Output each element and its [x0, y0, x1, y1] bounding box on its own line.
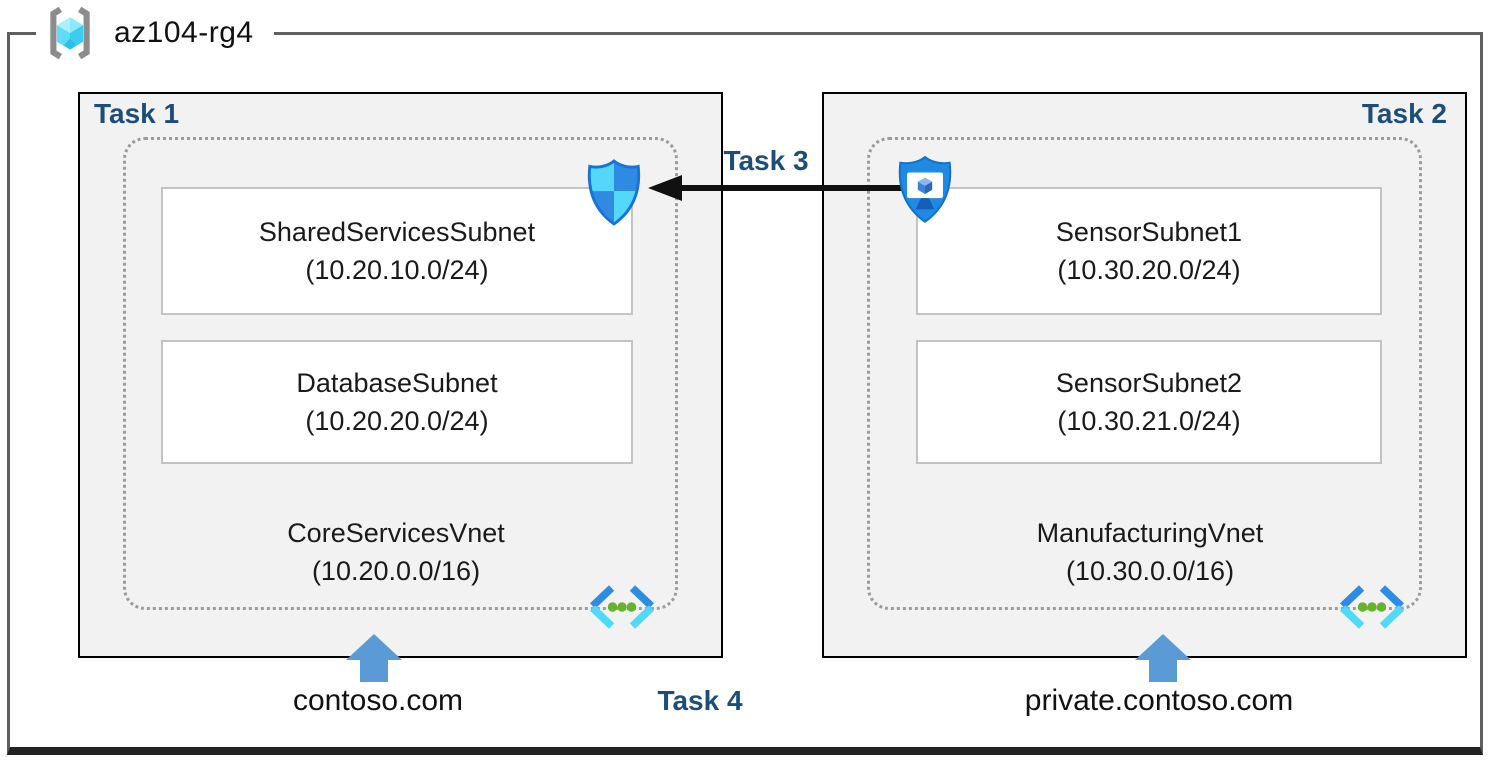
subnet-name: SensorSubnet1	[1055, 217, 1243, 247]
bastion-shield-monitor-icon	[898, 155, 952, 223]
task1-label: Task 1	[94, 98, 180, 129]
vnet-label-manufacturing: ManufacturingVnet (10.30.0.0/16)	[950, 514, 1350, 590]
vnet-cidr: (10.20.0.0/16)	[311, 556, 481, 586]
vnet-boundary-coreservices	[123, 137, 678, 610]
dns-zone-label-contoso: contoso.com	[292, 684, 464, 717]
vnet-cidr: (10.30.0.0/16)	[1065, 556, 1235, 586]
resource-group-icon	[50, 6, 90, 60]
subnet-cidr: (10.30.21.0/24)	[1057, 406, 1241, 436]
vnet-boundary-manufacturing	[867, 137, 1422, 610]
subnet-box-database: DatabaseSubnet (10.20.20.0/24)	[161, 340, 633, 464]
subnet-box-sensor2: SensorSubnet2 (10.30.21.0/24)	[916, 340, 1382, 464]
resource-group-title: az104-rg4	[114, 16, 254, 49]
subnet-name: SensorSubnet2	[1055, 368, 1243, 398]
task3-label: Task 3	[723, 145, 809, 176]
subnet-cidr: (10.20.10.0/24)	[305, 255, 489, 285]
subnet-name: SharedServicesSubnet	[258, 217, 536, 247]
up-arrow-icon	[346, 634, 402, 682]
vnet-name: ManufacturingVnet	[1036, 518, 1264, 548]
subnet-name: DatabaseSubnet	[296, 368, 498, 398]
task4-label: Task 4	[657, 685, 743, 716]
task2-label: Task 2	[1361, 98, 1447, 129]
dns-zone-label-private-contoso: private.contoso.com	[1024, 684, 1294, 717]
subnet-cidr: (10.30.20.0/24)	[1057, 255, 1241, 285]
arrowhead	[648, 175, 682, 201]
virtual-network-icon	[590, 585, 654, 629]
left-arrow-connector	[648, 175, 936, 201]
vnet-name: CoreServicesVnet	[287, 518, 505, 548]
resource-group-frame	[7, 32, 1483, 755]
up-arrow-icon	[1135, 634, 1191, 682]
bracket-left	[50, 6, 62, 60]
resource-group-header: az104-rg4	[36, 2, 274, 64]
network-security-group-icon	[587, 159, 641, 226]
vnet-label-coreservices: CoreServicesVnet (10.20.0.0/16)	[196, 514, 596, 590]
subnet-box-sharedservices: SharedServicesSubnet (10.20.10.0/24)	[161, 187, 633, 315]
virtual-network-icon	[1340, 585, 1404, 629]
bracket-right	[78, 6, 90, 60]
monitor-stand	[915, 198, 935, 210]
subnet-box-sensor1: SensorSubnet1 (10.30.20.0/24)	[916, 187, 1382, 315]
subnet-cidr: (10.20.20.0/24)	[305, 406, 489, 436]
